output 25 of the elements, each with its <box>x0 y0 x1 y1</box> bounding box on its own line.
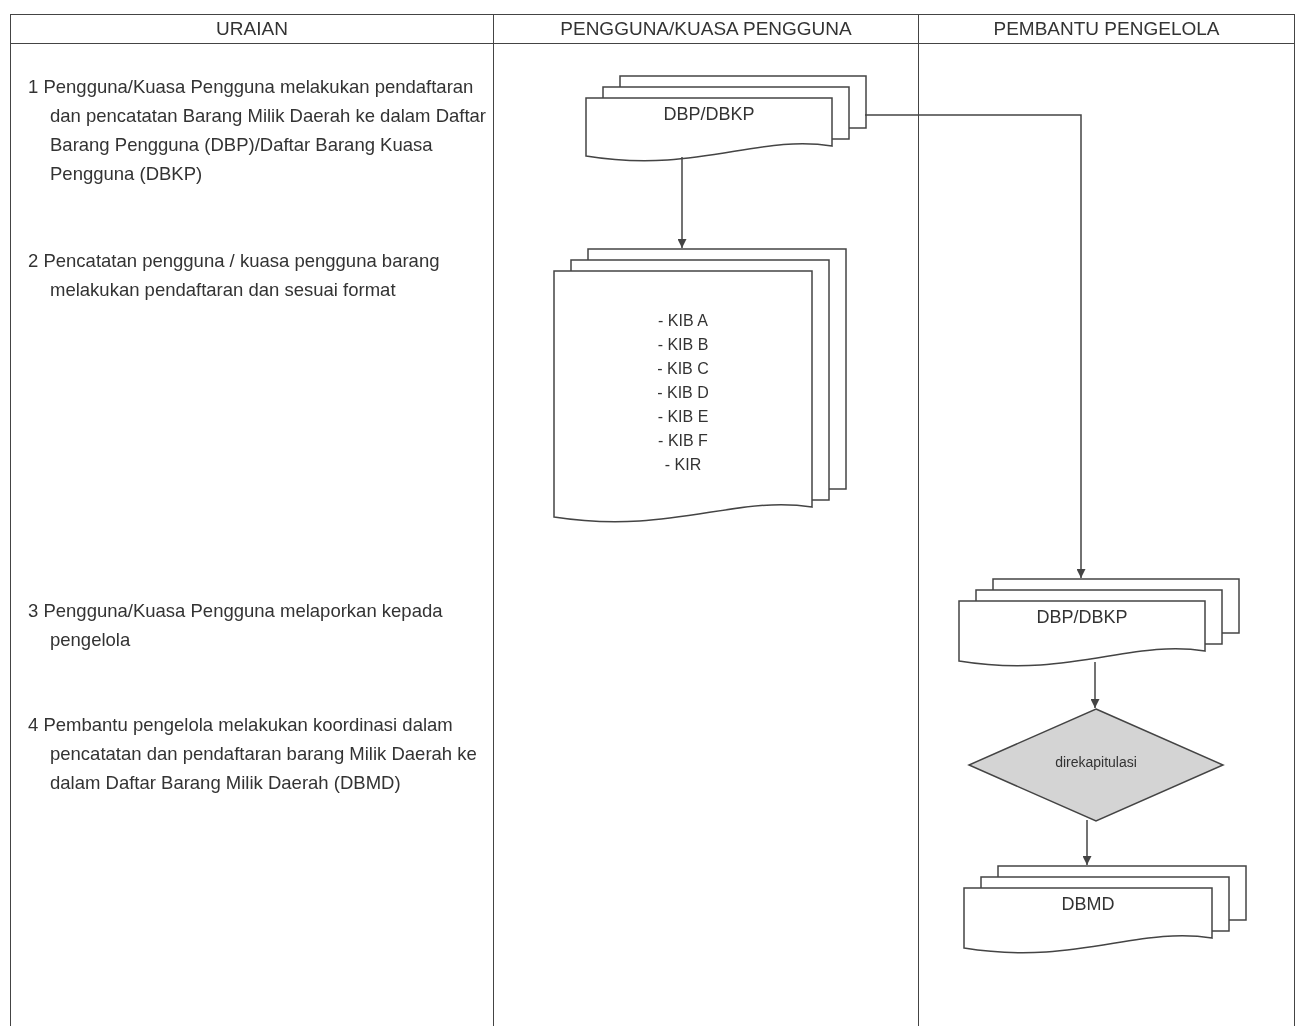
lane-header: PEMBANTU PENGELOLA <box>992 17 1221 41</box>
list-item: - KIB A <box>657 311 709 331</box>
decision-diamond <box>969 709 1223 821</box>
arrow <box>864 114 1086 579</box>
arrow <box>1090 661 1100 709</box>
list-item: - KIB D <box>656 383 710 403</box>
list-item: - KIB F <box>657 431 709 451</box>
step-text: 4 Pembantu pengelola melakukan koordinasi dalam pencatatan dan pendaftaran barang Milik Daerah ke dalam Daftar Barang Milik Daerah (DBMD) <box>28 713 478 795</box>
decision-label: direkapitulasi <box>1054 754 1138 770</box>
swimlane <box>10 14 494 1026</box>
lane-header: PENGGUNA/KUASA PENGGUNA <box>559 17 853 41</box>
lane-header: URAIAN <box>215 17 289 41</box>
step-text: 3 Pengguna/Kuasa Pengguna melaporkan kepada pengelola <box>28 599 444 652</box>
swimlane <box>918 14 1295 1026</box>
document-label: DBP/DBKP <box>1035 607 1129 628</box>
document-label: DBMD <box>1060 894 1116 915</box>
list-item: - KIR <box>663 455 703 475</box>
list-item: - KIB C <box>656 359 710 379</box>
step-text: 1 Pengguna/Kuasa Pengguna melakukan pendaftaran dan pencatatan Barang Milik Daerah ke dalam Daftar Barang Pengguna (DBP)/Daftar Barang Kuasa Pengguna (DBKP) <box>28 75 488 186</box>
arrow <box>677 156 687 249</box>
list-item: - KIB B <box>656 335 710 355</box>
step-text: 2 Pencatatan pengguna / kuasa pengguna barang melakukan pendaftaran dan sesuai format <box>28 249 441 302</box>
list-item: - KIB E <box>656 407 710 427</box>
document-label: DBP/DBKP <box>662 104 756 125</box>
arrow <box>1082 819 1092 866</box>
